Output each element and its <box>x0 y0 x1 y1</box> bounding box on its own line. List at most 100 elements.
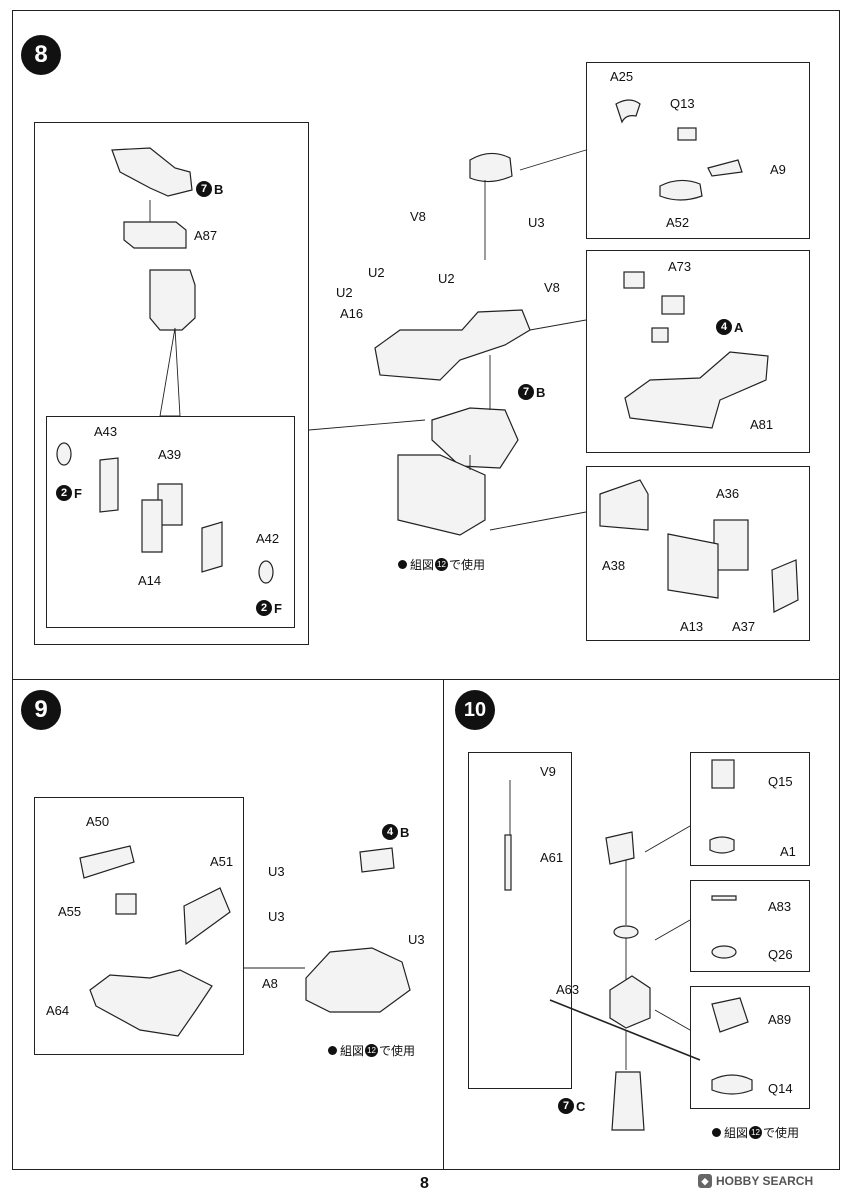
a61-part <box>504 834 512 891</box>
a25-part <box>615 99 641 124</box>
step-8-bottom-right-frame <box>586 466 810 641</box>
label-u3-right: U3 <box>408 932 425 947</box>
step-9-usage-note: 組図 12 で使用 <box>328 1042 415 1059</box>
step-10-q15-frame <box>690 752 810 866</box>
label-a37: A37 <box>732 619 756 634</box>
a89-part <box>711 997 749 1033</box>
step-9-subassembly-frame <box>34 797 244 1055</box>
bullet-icon <box>328 1046 337 1055</box>
label-a13: A13 <box>680 619 704 634</box>
label-a50: A50 <box>86 814 110 829</box>
step-8-usage-note: 組図 12 で使用 <box>398 556 485 573</box>
a83-part <box>711 895 737 901</box>
a51-part <box>183 887 231 946</box>
a73-part-2 <box>661 295 685 315</box>
step-8-left-subassembly-frame <box>34 122 309 645</box>
q13-part <box>677 127 697 141</box>
a52-part <box>659 179 703 201</box>
bridge-deck-part <box>111 147 193 197</box>
label-a81: A81 <box>750 417 774 432</box>
step-8-left-inner-frame <box>46 416 295 628</box>
label-v9: V9 <box>540 764 556 779</box>
label-a87: A87 <box>194 228 218 243</box>
step-8-mid-right-frame <box>586 250 810 453</box>
bullet-icon <box>398 560 407 569</box>
label-a63: A63 <box>556 982 580 997</box>
7c-part <box>611 1071 645 1131</box>
label-a83: A83 <box>768 899 792 914</box>
label-a16: A16 <box>340 306 364 321</box>
label-a89: A89 <box>768 1012 792 1027</box>
a43-part <box>99 457 119 513</box>
label-a64: A64 <box>46 1003 70 1018</box>
ref-7b-center-num: 7 <box>518 384 534 400</box>
label-v8-right: V8 <box>544 280 560 295</box>
a37-part <box>771 559 799 613</box>
ref-7b-left-num: 7 <box>196 181 212 197</box>
label-u3-top: U3 <box>268 864 285 879</box>
note-step-ref: 12 <box>365 1044 379 1057</box>
step-8-badge: 8 <box>21 35 61 75</box>
q15-part <box>711 759 735 789</box>
bridge-upper-part <box>431 407 519 469</box>
mast-base-part <box>609 975 651 1029</box>
a36-part <box>713 519 749 571</box>
label-u2-b: U2 <box>438 271 455 286</box>
4b-part <box>359 847 395 873</box>
step-10-usage-note: 組図 12 で使用 <box>712 1124 799 1141</box>
note-suffix: で使用 <box>379 1044 416 1058</box>
a50-part <box>79 845 135 879</box>
ref-2f-bottom-letter: F <box>274 600 282 616</box>
label-q26: Q26 <box>768 947 793 962</box>
step-10-mast-frame <box>468 752 572 1089</box>
label-a61: A61 <box>540 850 564 865</box>
label-u2-c: U2 <box>336 285 353 300</box>
a14-part <box>141 499 163 553</box>
ref-4b-letter: B <box>400 824 410 840</box>
note-prefix: 組図 <box>724 1126 749 1140</box>
a13-part <box>667 533 719 599</box>
ref-4b-num: 4 <box>382 824 398 840</box>
a38-part <box>599 479 649 531</box>
q14-part <box>711 1074 753 1095</box>
a9-part <box>707 159 743 177</box>
ref-2f-top-letter: F <box>74 485 82 501</box>
ref-7b-left: 7 B <box>196 181 223 197</box>
label-a43: A43 <box>94 424 118 439</box>
a87-part <box>123 221 187 249</box>
ref-4a: 4 A <box>716 319 743 335</box>
q26-part <box>711 945 737 959</box>
superstructure-part <box>374 309 531 381</box>
label-a51: A51 <box>210 854 234 869</box>
ref-7b-center: 7 B <box>518 384 545 400</box>
label-a39: A39 <box>158 447 182 462</box>
note-step-ref: 12 <box>435 558 449 571</box>
a1-part <box>709 836 735 854</box>
label-a52: A52 <box>666 215 690 230</box>
label-u3-middle: U3 <box>268 909 285 924</box>
step-10-frame <box>443 679 840 1170</box>
a55-part <box>115 893 137 915</box>
tower-part <box>149 269 196 331</box>
label-a9: A9 <box>770 162 786 177</box>
ref-2f-bottom: 2 F <box>256 600 282 616</box>
step-10-badge: 10 <box>455 690 495 730</box>
ref-7b-left-letter: B <box>214 181 224 197</box>
note-step-ref: 12 <box>749 1126 763 1139</box>
label-a8: A8 <box>262 976 278 991</box>
label-a25: A25 <box>610 69 634 84</box>
ref-7c: 7 C <box>558 1098 585 1114</box>
ref-4b: 4 B <box>382 824 409 840</box>
ref-7c-num: 7 <box>558 1098 574 1114</box>
ref-7b-center-letter: B <box>536 384 546 400</box>
ref-2f-bottom-num: 2 <box>256 600 272 616</box>
ref-4a-num: 4 <box>716 319 732 335</box>
label-v8-top: V8 <box>410 209 426 224</box>
label-q13: Q13 <box>670 96 695 111</box>
label-a1: A1 <box>780 844 796 859</box>
ref-2f-top-num: 2 <box>56 485 72 501</box>
ref-2f-top: 2 F <box>56 485 82 501</box>
lower-box-part <box>397 454 486 536</box>
cap-part <box>469 152 513 183</box>
step9-deck-part <box>305 947 411 1013</box>
